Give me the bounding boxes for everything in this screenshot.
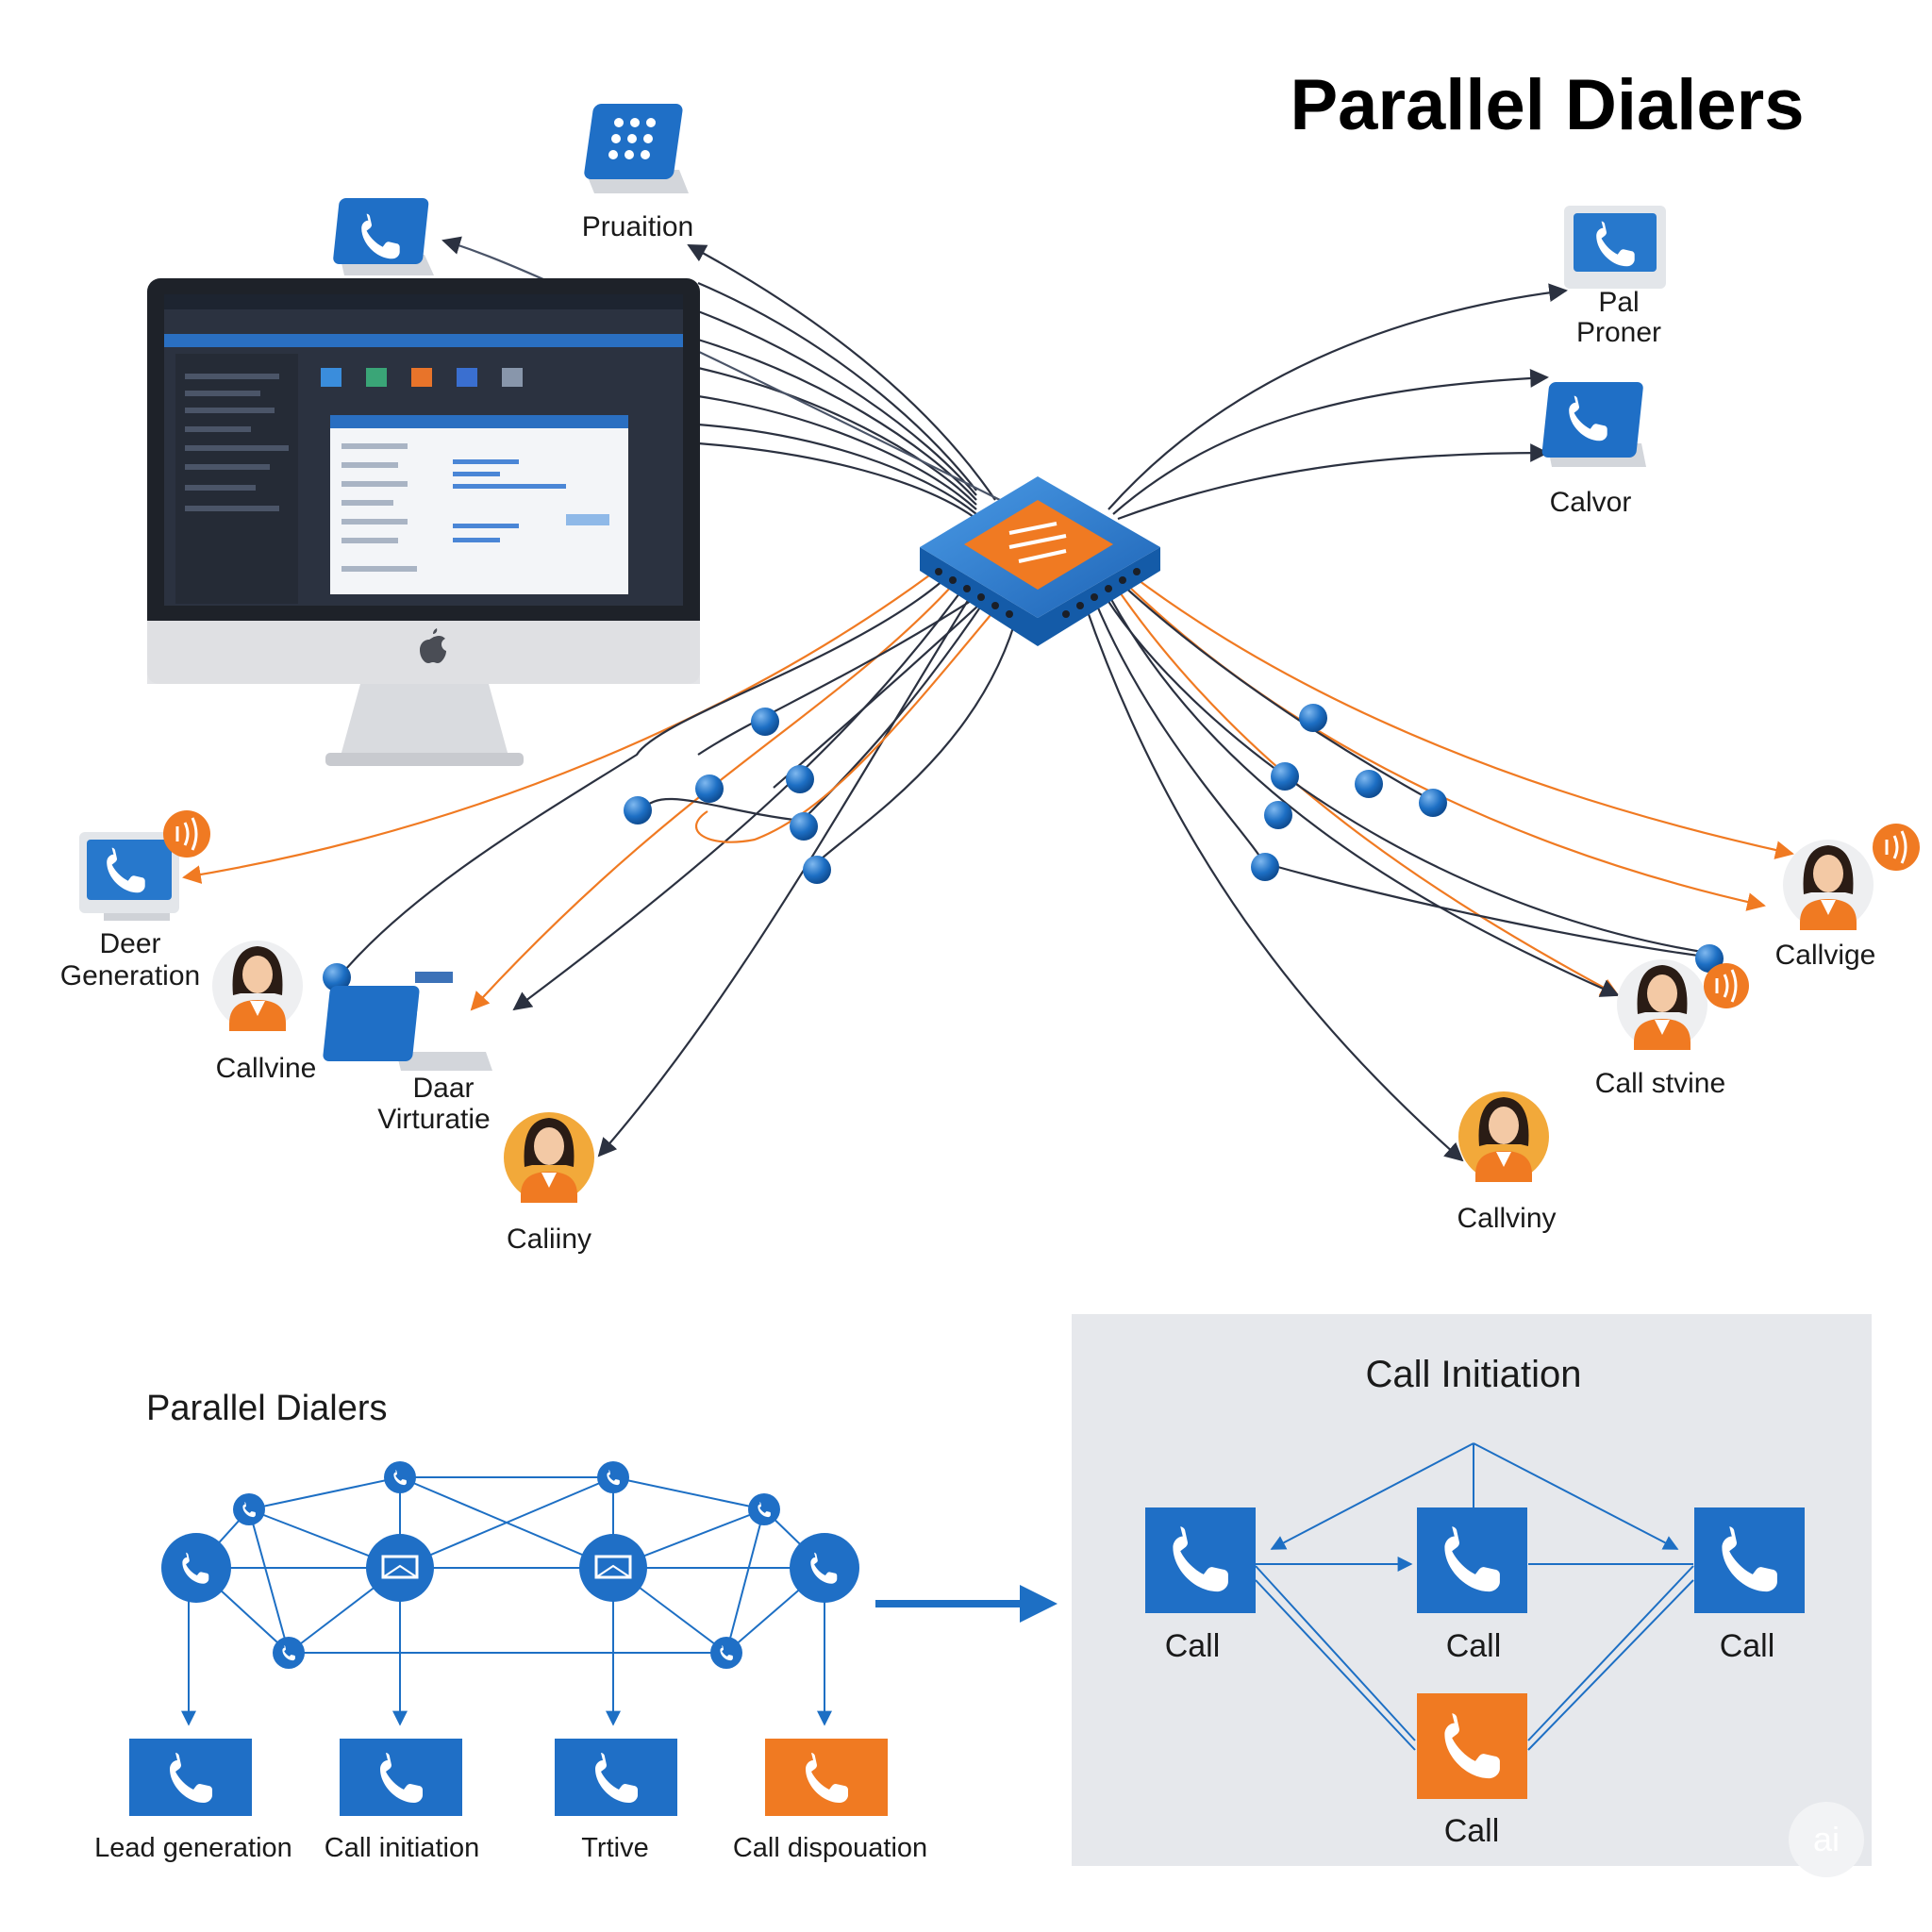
stage-trtive-icon: [555, 1739, 677, 1816]
mesh-node: [579, 1534, 647, 1602]
junction-dot: [695, 774, 724, 803]
junction-dot: [1264, 801, 1292, 829]
label-proner: Proner: [1576, 317, 1661, 348]
stage-label: Trtive: [581, 1833, 648, 1863]
mesh-node: [790, 1533, 859, 1603]
mesh-node-small: [748, 1493, 780, 1525]
label-virturatie: Virturatie: [377, 1104, 491, 1135]
agent-avatar-callviny: [1458, 1091, 1549, 1182]
label-callvine: Callvine: [216, 1053, 317, 1084]
mesh-node-small: [710, 1637, 742, 1669]
junction-dot: [624, 796, 652, 824]
junction-dot: [1271, 762, 1299, 791]
sound-wave-icon: [1873, 824, 1920, 871]
call-label: Call: [1165, 1628, 1221, 1664]
stage-label: Lead generation: [94, 1833, 292, 1863]
call-label: Call: [1444, 1813, 1500, 1849]
junction-dot: [1251, 853, 1279, 881]
watermark-text: ai: [1813, 1820, 1840, 1858]
junction-dot: [786, 765, 814, 793]
stage-call-dispouation-icon: [765, 1739, 888, 1816]
call-initiation-title: Call Initiation: [1365, 1354, 1581, 1395]
mesh-node-small: [384, 1461, 416, 1493]
agent-avatar-callvine: [212, 941, 303, 1031]
call-initiation-panel: Call Initiation Call Call Call Call ai: [1072, 1314, 1872, 1877]
junction-dot: [803, 856, 831, 884]
monitor-phone-icon: [333, 198, 434, 275]
sound-wave-icon: [163, 810, 210, 858]
label-callviny: Callviny: [1457, 1203, 1556, 1234]
agent-avatar-callvige: [1783, 840, 1874, 930]
agent-avatar-caliiny: [504, 1112, 594, 1203]
call-label: Call: [1720, 1628, 1775, 1664]
bottom-left-flow: Parallel Dialers: [94, 1389, 927, 1863]
deer-generation-phone-icon: [79, 832, 179, 921]
stage-label: Call initiation: [325, 1833, 479, 1863]
apple-logo-icon: [420, 628, 446, 663]
pal-proner-phone-icon: [1564, 206, 1666, 289]
mesh-node-small: [233, 1493, 265, 1525]
call-node-bottom: [1417, 1693, 1527, 1799]
call-label: Call: [1446, 1628, 1502, 1664]
mesh-node-small: [597, 1461, 629, 1493]
dialpad-phone-icon: [584, 104, 689, 193]
call-node-center: [1417, 1507, 1527, 1613]
label-caliiny: Caliiny: [507, 1224, 591, 1255]
junction-dot: [1355, 770, 1383, 798]
label-calvor: Calvor: [1550, 487, 1632, 518]
label-deer: Deer: [99, 928, 160, 959]
bottom-left-title: Parallel Dialers: [146, 1389, 388, 1428]
junction-dot: [1299, 704, 1327, 732]
junction-dot: [790, 812, 818, 841]
connection-lines: [182, 236, 1794, 1162]
junction-dots: [323, 704, 1724, 991]
label-pal: Pal: [1598, 287, 1639, 318]
label-callvige: Callvige: [1775, 940, 1876, 971]
label-daar: Daar: [412, 1073, 474, 1104]
mesh-node: [161, 1533, 231, 1603]
stage-call-initiation-icon: [340, 1739, 462, 1816]
stage-label: Call dispouation: [733, 1833, 927, 1863]
stage-lead-generation-icon: [129, 1739, 252, 1816]
sound-wave-icon: [1704, 963, 1749, 1008]
label-generation: Generation: [60, 960, 200, 991]
mesh-node: [366, 1534, 434, 1602]
mesh-node-small: [273, 1637, 305, 1669]
junction-dot: [323, 963, 351, 991]
label-pruaition: Pruaition: [582, 211, 693, 242]
call-node-left: [1145, 1507, 1256, 1613]
watermark-badge: [1789, 1802, 1864, 1877]
page-title: Parallel Dialers: [1290, 65, 1804, 145]
label-call-stvine: Call stvine: [1595, 1068, 1725, 1099]
call-node-right: [1694, 1507, 1805, 1613]
dialer-hub: [920, 476, 1160, 646]
agent-avatar-call-stvine: [1617, 959, 1707, 1050]
junction-dot: [1419, 789, 1447, 817]
junction-dot: [751, 708, 779, 736]
daar-virturatie-phone-icon: [323, 972, 492, 1071]
computer-monitor: [147, 278, 700, 766]
calvor-phone-icon: [1541, 382, 1646, 467]
